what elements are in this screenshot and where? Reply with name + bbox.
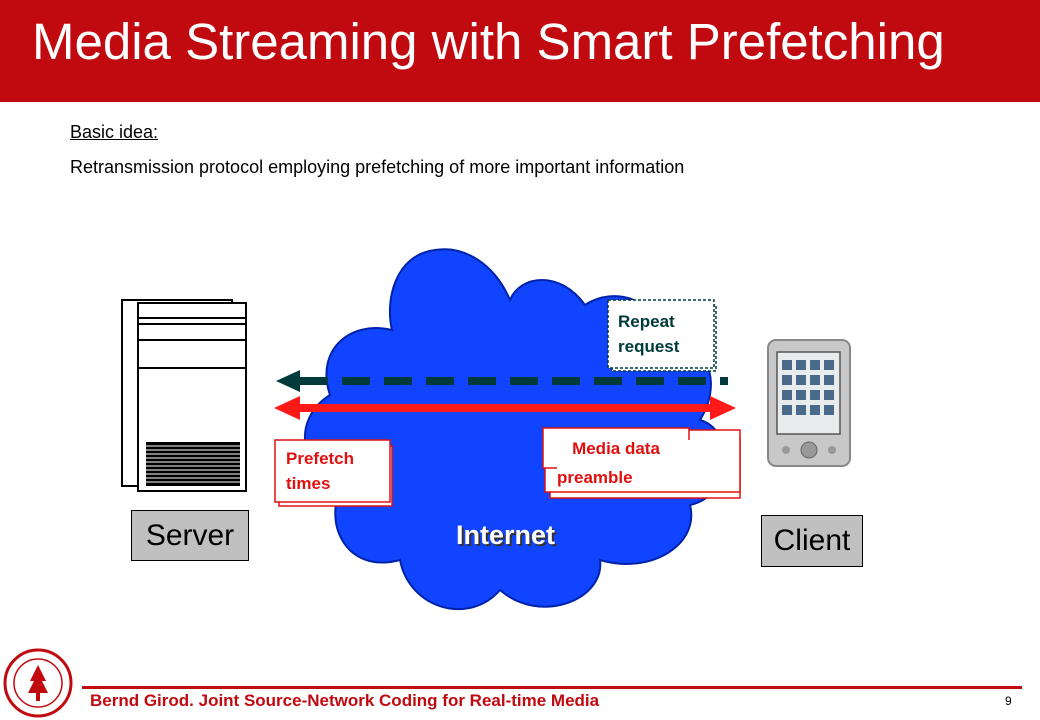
university-seal-logo <box>3 648 73 718</box>
server-icon <box>121 299 247 492</box>
repeat-request-arrowhead <box>276 370 300 392</box>
media-data-arrowhead-left <box>274 396 300 420</box>
pda-icon <box>767 339 851 467</box>
prefetch-line-2: times <box>286 474 331 493</box>
prefetch-times-tag: Prefetch times <box>286 446 355 496</box>
basic-idea-label: Basic idea: <box>70 122 159 142</box>
slide-title: Media Streaming with Smart Prefetching <box>32 13 945 70</box>
preamble-line-2: preamble <box>557 468 633 487</box>
prefetch-line-1: Prefetch <box>286 449 355 468</box>
repeat-line-1: Repeat <box>618 312 675 331</box>
internet-label: Internet <box>456 520 556 550</box>
media-data-tag: Media data <box>544 429 688 467</box>
media-data-arrowhead-right <box>710 396 736 420</box>
footer-divider <box>82 686 1022 689</box>
idea-description: Retransmission protocol employing prefet… <box>70 157 685 177</box>
client-label: Client <box>761 515 863 567</box>
repeat-request-tag: Repeat request <box>618 309 679 359</box>
repeat-line-2: request <box>618 337 680 356</box>
title-bar: Media Streaming with Smart Prefetching <box>0 0 1040 102</box>
page-number: 9 <box>1005 694 1012 708</box>
server-label: Server <box>131 510 249 561</box>
footer-credit: Bernd Girod. Joint Source-Network Coding… <box>90 691 600 710</box>
